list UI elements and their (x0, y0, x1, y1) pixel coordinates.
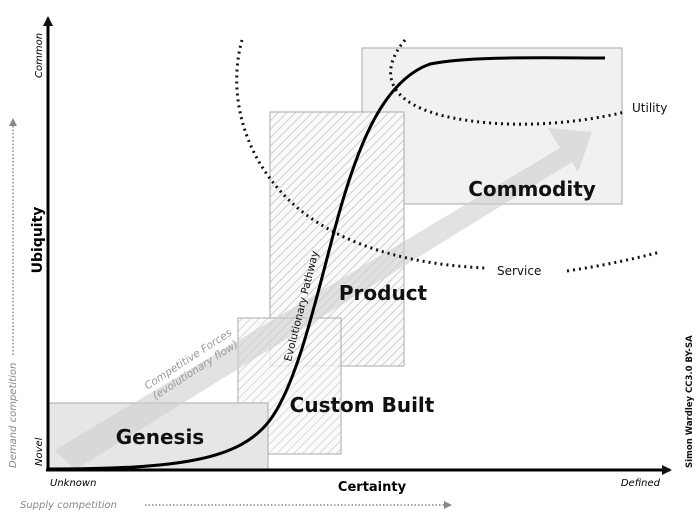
utility-boundary (389, 39, 626, 126)
custom-built-label: Custom Built (290, 393, 435, 417)
service-boundary-right (566, 250, 661, 273)
competitive-forces-arrow (55, 128, 592, 470)
service-label: Service (497, 264, 541, 278)
x-right-label: Defined (621, 478, 661, 489)
x-axis-label: Certainty (338, 480, 407, 495)
service-boundary (235, 39, 486, 270)
x-left-label: Unknown (50, 478, 96, 489)
y-top-label: Common (34, 33, 45, 78)
product-label: Product (339, 281, 428, 305)
y-axis-label: Ubiquity (30, 207, 46, 274)
evolution-curve (47, 56, 606, 471)
demand-label: Demand competition (8, 363, 19, 468)
utility-label: Utility (632, 101, 667, 115)
credit-label: Simon Wardley CC3.0 BY-SA (685, 335, 695, 468)
genesis-label: Genesis (116, 425, 204, 449)
commodity-label: Commodity (468, 177, 596, 201)
commodity-box (361, 47, 623, 205)
supply-label: Supply competition (20, 500, 117, 511)
y-bottom-label: Novel (34, 437, 45, 466)
